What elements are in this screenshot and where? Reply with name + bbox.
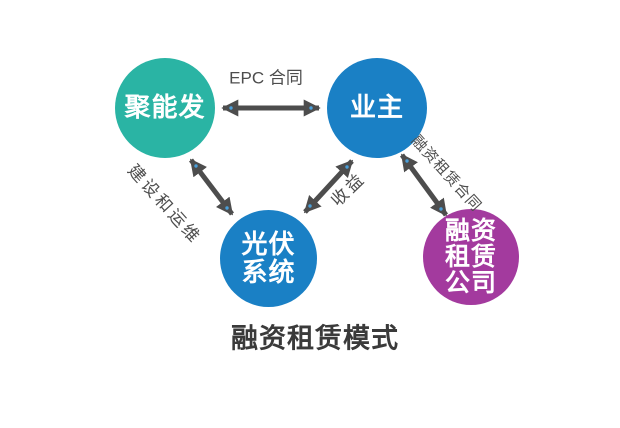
node-leasing-company: 融资 租赁 公司 xyxy=(423,209,519,305)
arrow-build-om xyxy=(189,158,234,216)
edge-label-epc-contract: EPC 合同 xyxy=(229,68,303,88)
node-epc-contractor: 聚能发 xyxy=(115,58,215,158)
diagram-title: 融资租赁模式 xyxy=(231,323,399,354)
node-label: 系统 xyxy=(241,256,296,287)
node-owner: 业主 xyxy=(327,58,427,158)
endpoint-dot xyxy=(439,207,443,211)
node-label: 聚能发 xyxy=(124,92,206,123)
endpoint-dot xyxy=(345,165,349,169)
connector-endpoint-dots xyxy=(194,106,443,211)
endpoint-dot xyxy=(308,204,312,208)
endpoint-dot xyxy=(309,106,313,110)
endpoint-dot xyxy=(229,106,233,110)
endpoint-dot xyxy=(405,159,409,163)
node-label: 业主 xyxy=(349,92,404,123)
arrow-lease-contract xyxy=(399,153,449,217)
arrow-revenue xyxy=(303,159,354,214)
endpoint-dot xyxy=(225,206,229,210)
node-label: 公司 xyxy=(444,269,497,297)
endpoint-dot xyxy=(194,164,198,168)
node-pv-system: 光伏 系统 xyxy=(220,210,317,307)
node-label: 融资 xyxy=(444,217,497,245)
node-label: 光伏 xyxy=(241,229,296,260)
node-label: 租赁 xyxy=(444,243,497,271)
